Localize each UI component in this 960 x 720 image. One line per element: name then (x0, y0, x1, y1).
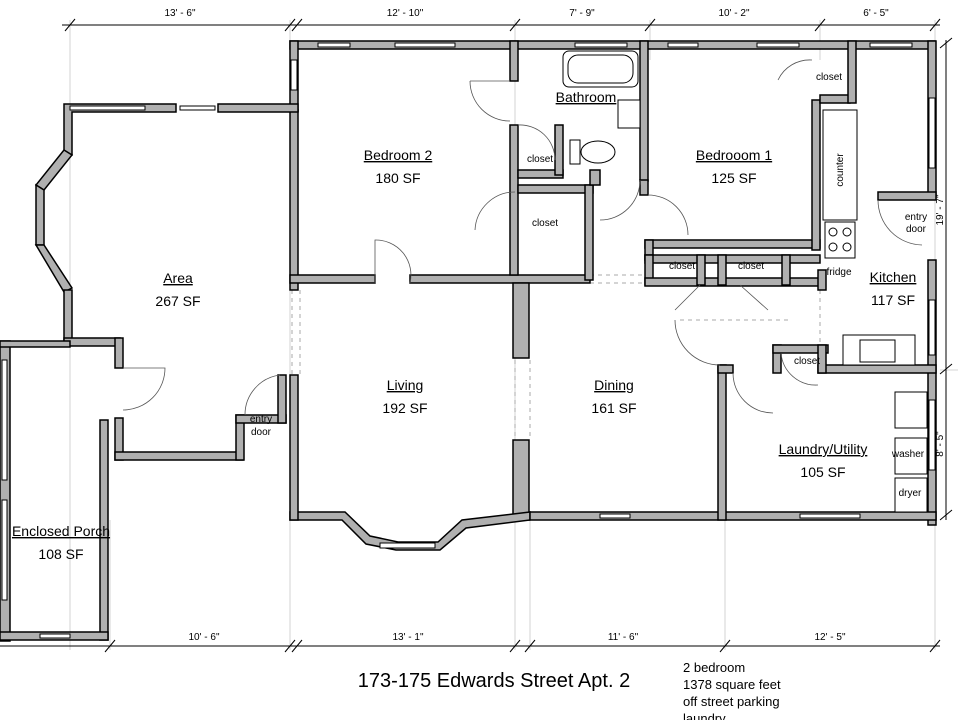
open-passages (291, 274, 821, 440)
closet-label: closet (738, 261, 764, 272)
entry-door-label: door (251, 427, 272, 438)
plan-title: 173-175 Edwards Street Apt. 2 (358, 670, 630, 692)
stove (824, 221, 856, 259)
entry-door-label: entry (905, 212, 927, 223)
dimension-label: 12' - 10" (387, 8, 424, 19)
dimension-label: 13' - 1" (392, 632, 423, 643)
dimension-label: 11' - 6" (608, 632, 639, 643)
burner-icon (828, 227, 838, 237)
room-name: Enclosed Porch (12, 523, 110, 539)
door-swings (122, 59, 923, 416)
room-area: 161 SF (591, 400, 636, 416)
washer-label: washer (891, 449, 925, 460)
fixtures (562, 50, 928, 513)
burner-icon (842, 227, 852, 237)
walls (0, 40, 937, 642)
bathroom-sink (617, 99, 641, 129)
room-name: Dining (594, 377, 634, 393)
entry-door-label: door (906, 224, 927, 235)
burner-icon (828, 242, 838, 252)
room-name: Bedroom 2 (364, 147, 433, 163)
dimension-label: 7' - 9" (569, 8, 595, 19)
kitchen-sink-basin (859, 339, 896, 363)
kitchen-counter (822, 109, 858, 221)
bottom-dimension-line: 6' - 5" 10' - 6" 13' - 1" 11' - 6" 12' -… (0, 632, 941, 653)
fridge-label: fridge (826, 267, 851, 278)
dimension-label: 19' - 7" (935, 194, 946, 225)
room-name: Kitchen (870, 269, 917, 285)
dimension-label: 13' - 6" (164, 8, 195, 19)
room-area: 108 SF (38, 546, 83, 562)
washer (894, 437, 928, 475)
dryer-label: dryer (899, 488, 922, 499)
room-name: Bathroom (556, 89, 617, 105)
utility-sink (894, 391, 928, 429)
small-labels: closet closet closet closet closet close… (250, 72, 927, 499)
room-area: 267 SF (155, 293, 200, 309)
dimension-label: 12' - 5" (814, 632, 845, 643)
info-line: laundry (683, 711, 726, 720)
room-area: 125 SF (711, 170, 756, 186)
room-name: Area (163, 270, 193, 286)
top-dimension-line: 13' - 6" 12' - 10" 7' - 9" 10' - 2" 6' -… (62, 8, 941, 32)
room-name: Laundry/Utility (779, 441, 868, 457)
closet-label: closet (794, 356, 820, 367)
burner-icon (842, 242, 852, 252)
room-area: 192 SF (382, 400, 427, 416)
room-name: Bedrooom 1 (696, 147, 772, 163)
bathtub-basin (567, 54, 634, 84)
closet-label: closet (669, 261, 695, 272)
dryer (894, 477, 928, 513)
windows (1, 42, 936, 639)
room-area: 180 SF (375, 170, 420, 186)
room-name: Living (387, 377, 424, 393)
toilet-bowl (580, 140, 616, 164)
closet-label: closet (527, 154, 553, 165)
dimension-label: 10' - 6" (188, 632, 219, 643)
dimension-label: 8' - 5" (935, 431, 946, 457)
room-area: 117 SF (871, 292, 915, 308)
info-line: 2 bedroom (683, 660, 745, 675)
toilet-tank (569, 139, 581, 165)
info-line: off street parking (683, 694, 780, 709)
room-area: 105 SF (800, 464, 845, 480)
plan-info: 2 bedroom 1378 square feet off street pa… (683, 660, 781, 720)
closet-label: closet (532, 218, 558, 229)
room-labels: Bedroom 2 180 SF Bathroom Bedrooom 1 125… (12, 89, 916, 562)
right-dimension-line: 19' - 7" 8' - 5" (935, 37, 953, 521)
entry-door-label: entry (250, 414, 272, 425)
closet-label: closet (816, 72, 842, 83)
info-line: 1378 square feet (683, 677, 781, 692)
dimension-label: 6' - 5" (863, 8, 889, 19)
counter-label: counter (835, 153, 846, 187)
dimension-label: 10' - 2" (718, 8, 749, 19)
